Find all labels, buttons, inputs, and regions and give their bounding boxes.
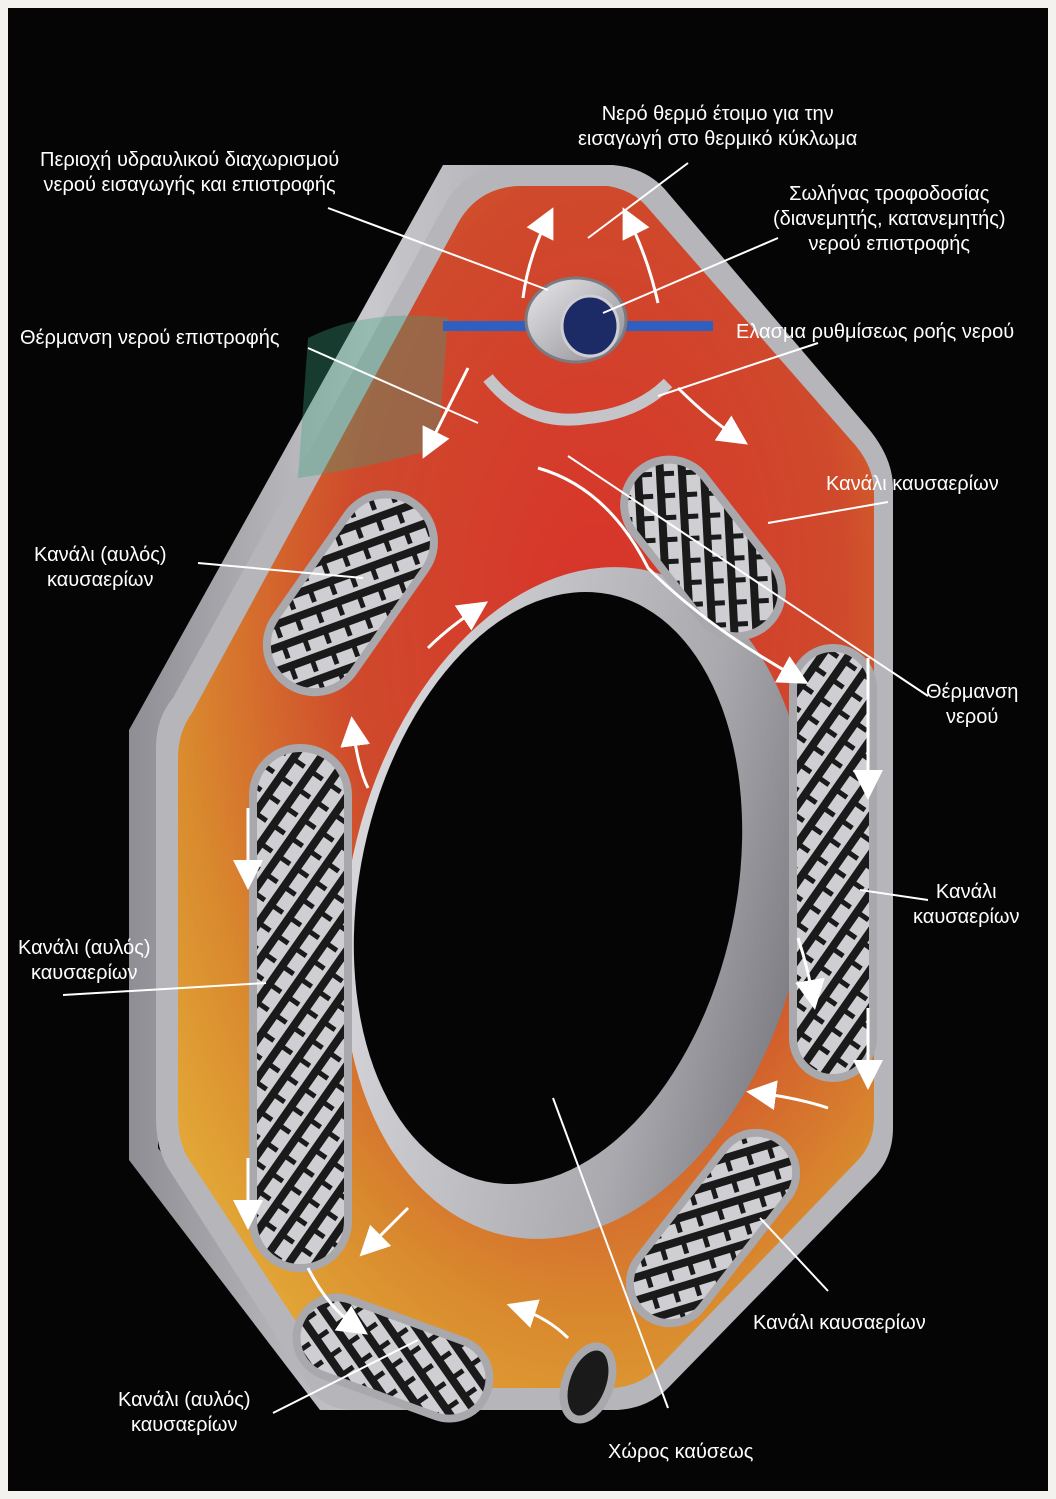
label-line: Κανάλι (αυλός) [34, 543, 167, 568]
label-line: Σωλήνας τροφοδοσίας [773, 182, 1006, 207]
label-line: Χώρος καύσεως [608, 1440, 753, 1465]
label-flow-plate: Ελασμα ρυθμίσεως ροής νερού [736, 320, 1014, 345]
label-line: εισαγωγή στο θερμικό κύκλωμα [578, 127, 857, 152]
flue-channel-right [793, 648, 873, 1078]
label-line: καυσαερίων [34, 568, 167, 593]
label-line: καυσαερίων [913, 905, 1020, 930]
label-line: νερού επιστροφής [773, 232, 1006, 257]
label-line: Ελασμα ρυθμίσεως ροής νερού [736, 320, 1014, 345]
label-flue-duct-bottom-left: Κανάλι (αυλός) καυσαερίων [118, 1388, 251, 1438]
label-line: Θέρμανση νερού επιστροφής [20, 326, 280, 351]
diagram-panel: Νερό θερμό έτοιμο για την εισαγωγή στο θ… [8, 8, 1048, 1491]
label-line: καυσαερίων [18, 961, 151, 986]
label-line: Κανάλι καυσαερίων [826, 472, 999, 497]
label-line: Κανάλι (αυλός) [118, 1388, 251, 1413]
label-line: καυσαερίων [118, 1413, 251, 1438]
label-flue-channel-top-right: Κανάλι καυσαερίων [826, 472, 999, 497]
label-line: Κανάλι καυσαερίων [753, 1311, 926, 1336]
label-return-heating: Θέρμανση νερού επιστροφής [20, 326, 280, 351]
label-combustion-chamber: Χώρος καύσεως [608, 1440, 753, 1465]
label-line: νερού εισαγωγής και επιστροφής [40, 173, 339, 198]
label-flue-duct-upper-left: Κανάλι (αυλός) καυσαερίων [34, 543, 167, 593]
label-feed-pipe: Σωλήνας τροφοδοσίας (διανεμητής, κατανεμ… [773, 182, 1006, 257]
label-line: (διανεμητής, κατανεμητής) [773, 207, 1006, 232]
label-water-heating: Θέρμανση νερού [926, 680, 1018, 730]
label-line: Κανάλι (αυλός) [18, 936, 151, 961]
label-flue-duct-left: Κανάλι (αυλός) καυσαερίων [18, 936, 151, 986]
label-separation-zone: Περιοχή υδραυλικού διαχωρισμού νερού εισ… [40, 148, 339, 198]
label-line: Περιοχή υδραυλικού διαχωρισμού [40, 148, 339, 173]
label-line: Κανάλι [913, 880, 1020, 905]
label-flue-channel-right: Κανάλι καυσαερίων [913, 880, 1020, 930]
label-hot-water: Νερό θερμό έτοιμο για την εισαγωγή στο θ… [578, 102, 857, 152]
label-line: Θέρμανση [926, 680, 1018, 705]
label-line: νερού [926, 705, 1018, 730]
label-flue-channel-bottom-right: Κανάλι καυσαερίων [753, 1311, 926, 1336]
flue-channel-left [253, 748, 348, 1268]
label-line: Νερό θερμό έτοιμο για την [578, 102, 857, 127]
